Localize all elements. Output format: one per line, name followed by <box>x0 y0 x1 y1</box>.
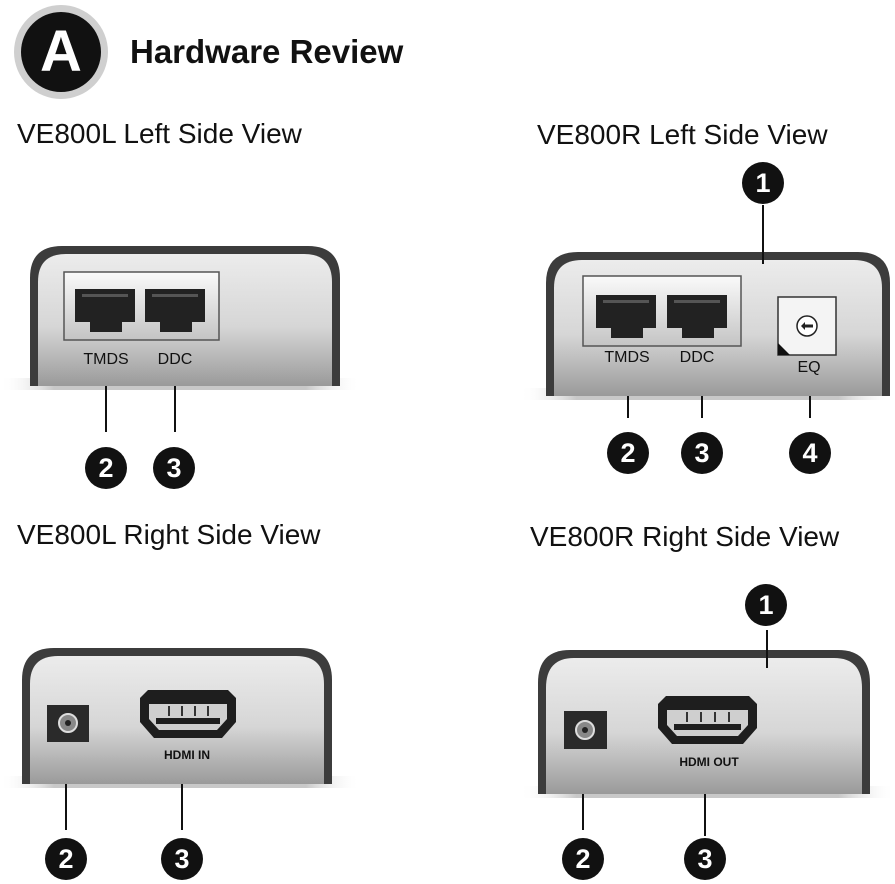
port-label-ddc: DDC <box>679 349 715 366</box>
callout-2: 2 <box>45 838 87 880</box>
hdmi-port-icon <box>140 690 236 738</box>
port-label-tmds: TMDS <box>83 351 129 368</box>
section-letter: A <box>21 12 101 92</box>
callout-2: 2 <box>607 432 649 474</box>
port-label-tmds: TMDS <box>604 349 650 366</box>
callout-4: 4 <box>789 432 831 474</box>
hdmi-out-label: HDMI OUT <box>679 755 739 769</box>
callout-3: 3 <box>161 838 203 880</box>
dc-power-jack-icon <box>564 711 607 749</box>
hdmi-in-label: HDMI IN <box>164 748 210 762</box>
callout-3: 3 <box>153 447 195 489</box>
view-title-ve800r-right: VE800R Right Side View <box>530 521 840 552</box>
callout-3: 3 <box>681 432 723 474</box>
section-badge: A <box>14 5 108 99</box>
device-ve800l-left <box>0 246 360 432</box>
eq-label: EQ <box>797 359 821 376</box>
callout-2: 2 <box>85 447 127 489</box>
callout-2: 2 <box>562 838 604 880</box>
rj45-port-icon <box>145 289 205 332</box>
callout-3: 3 <box>684 838 726 880</box>
view-title-ve800l-right: VE800L Right Side View <box>17 519 321 550</box>
rj45-port-icon <box>596 295 656 338</box>
dc-power-jack-icon <box>47 705 89 742</box>
view-title-ve800l-left: VE800L Left Side View <box>17 118 302 149</box>
page-title: Hardware Review <box>130 33 404 70</box>
callout-1: 1 <box>745 584 787 626</box>
rj45-port-icon <box>667 295 727 338</box>
view-title-ve800r-left: VE800R Left Side View <box>537 119 828 150</box>
device-ve800r-right <box>520 630 895 836</box>
device-ve800r-left <box>520 205 895 418</box>
port-label-ddc: DDC <box>157 351 193 368</box>
eq-dial-icon <box>777 296 837 356</box>
rj45-port-icon <box>75 289 135 332</box>
device-ve800l-right <box>0 648 360 830</box>
hdmi-port-icon <box>658 696 757 744</box>
callout-1: 1 <box>742 162 784 204</box>
